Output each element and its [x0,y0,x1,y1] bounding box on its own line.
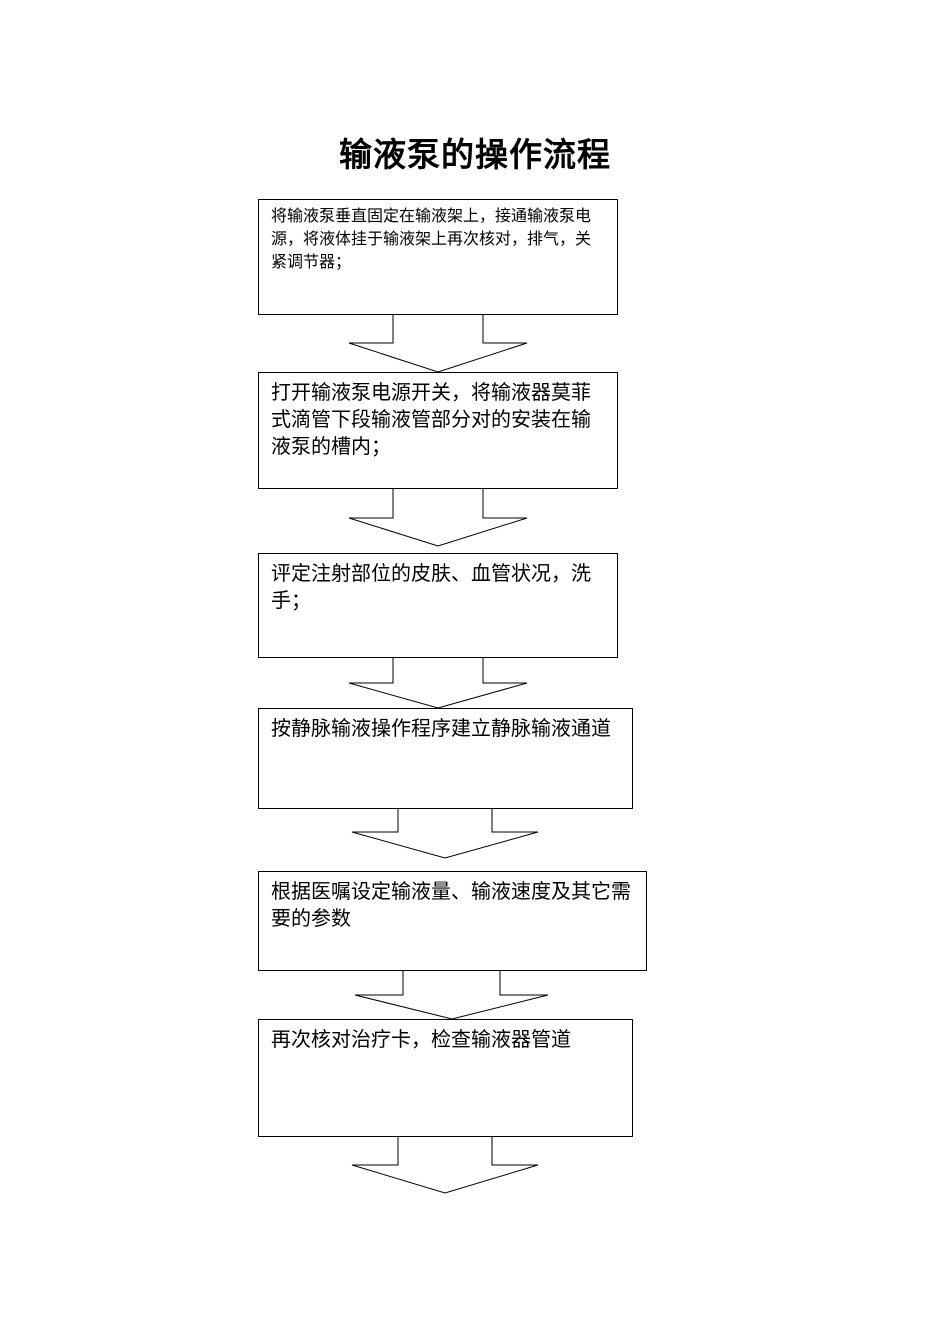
step-text: 按静脉输液操作程序建立静脉输液通道 [271,716,611,740]
arrow-down-icon [348,313,528,373]
arrow-down-icon [348,487,528,547]
step-text: 根据医嘱设定输液量、输液速度及其它需要的参数 [271,879,631,930]
step-box-1: 将输液泵垂直固定在输液架上，接通输液泵电源，将液体挂于输液架上再次核对，排气，关… [258,199,618,315]
arrow-down-icon [351,807,539,859]
page-title: 输液泵的操作流程 [339,135,611,174]
arrow-down-icon [354,969,549,1020]
step-box-5: 根据医嘱设定输液量、输液速度及其它需要的参数 [258,871,647,971]
step-box-2: 打开输液泵电源开关，将输液器莫菲式滴管下段输液管部分对的安装在输液泵的槽内； [258,372,618,489]
step-text: 将输液泵垂直固定在输液架上，接通输液泵电源，将液体挂于输液架上再次核对，排气，关… [271,206,592,271]
step-box-4: 按静脉输液操作程序建立静脉输液通道 [258,708,633,809]
step-text: 再次核对治疗卡，检查输液器管道 [271,1027,571,1051]
step-box-6: 再次核对治疗卡，检查输液器管道 [258,1019,633,1137]
step-text: 打开输液泵电源开关，将输液器莫菲式滴管下段输液管部分对的安装在输液泵的槽内； [271,380,591,458]
arrow-down-icon [351,1135,539,1194]
step-box-3: 评定注射部位的皮肤、血管状况，洗手； [258,553,618,658]
arrow-down-icon [348,656,528,709]
step-text: 评定注射部位的皮肤、血管状况，洗手； [271,561,591,612]
